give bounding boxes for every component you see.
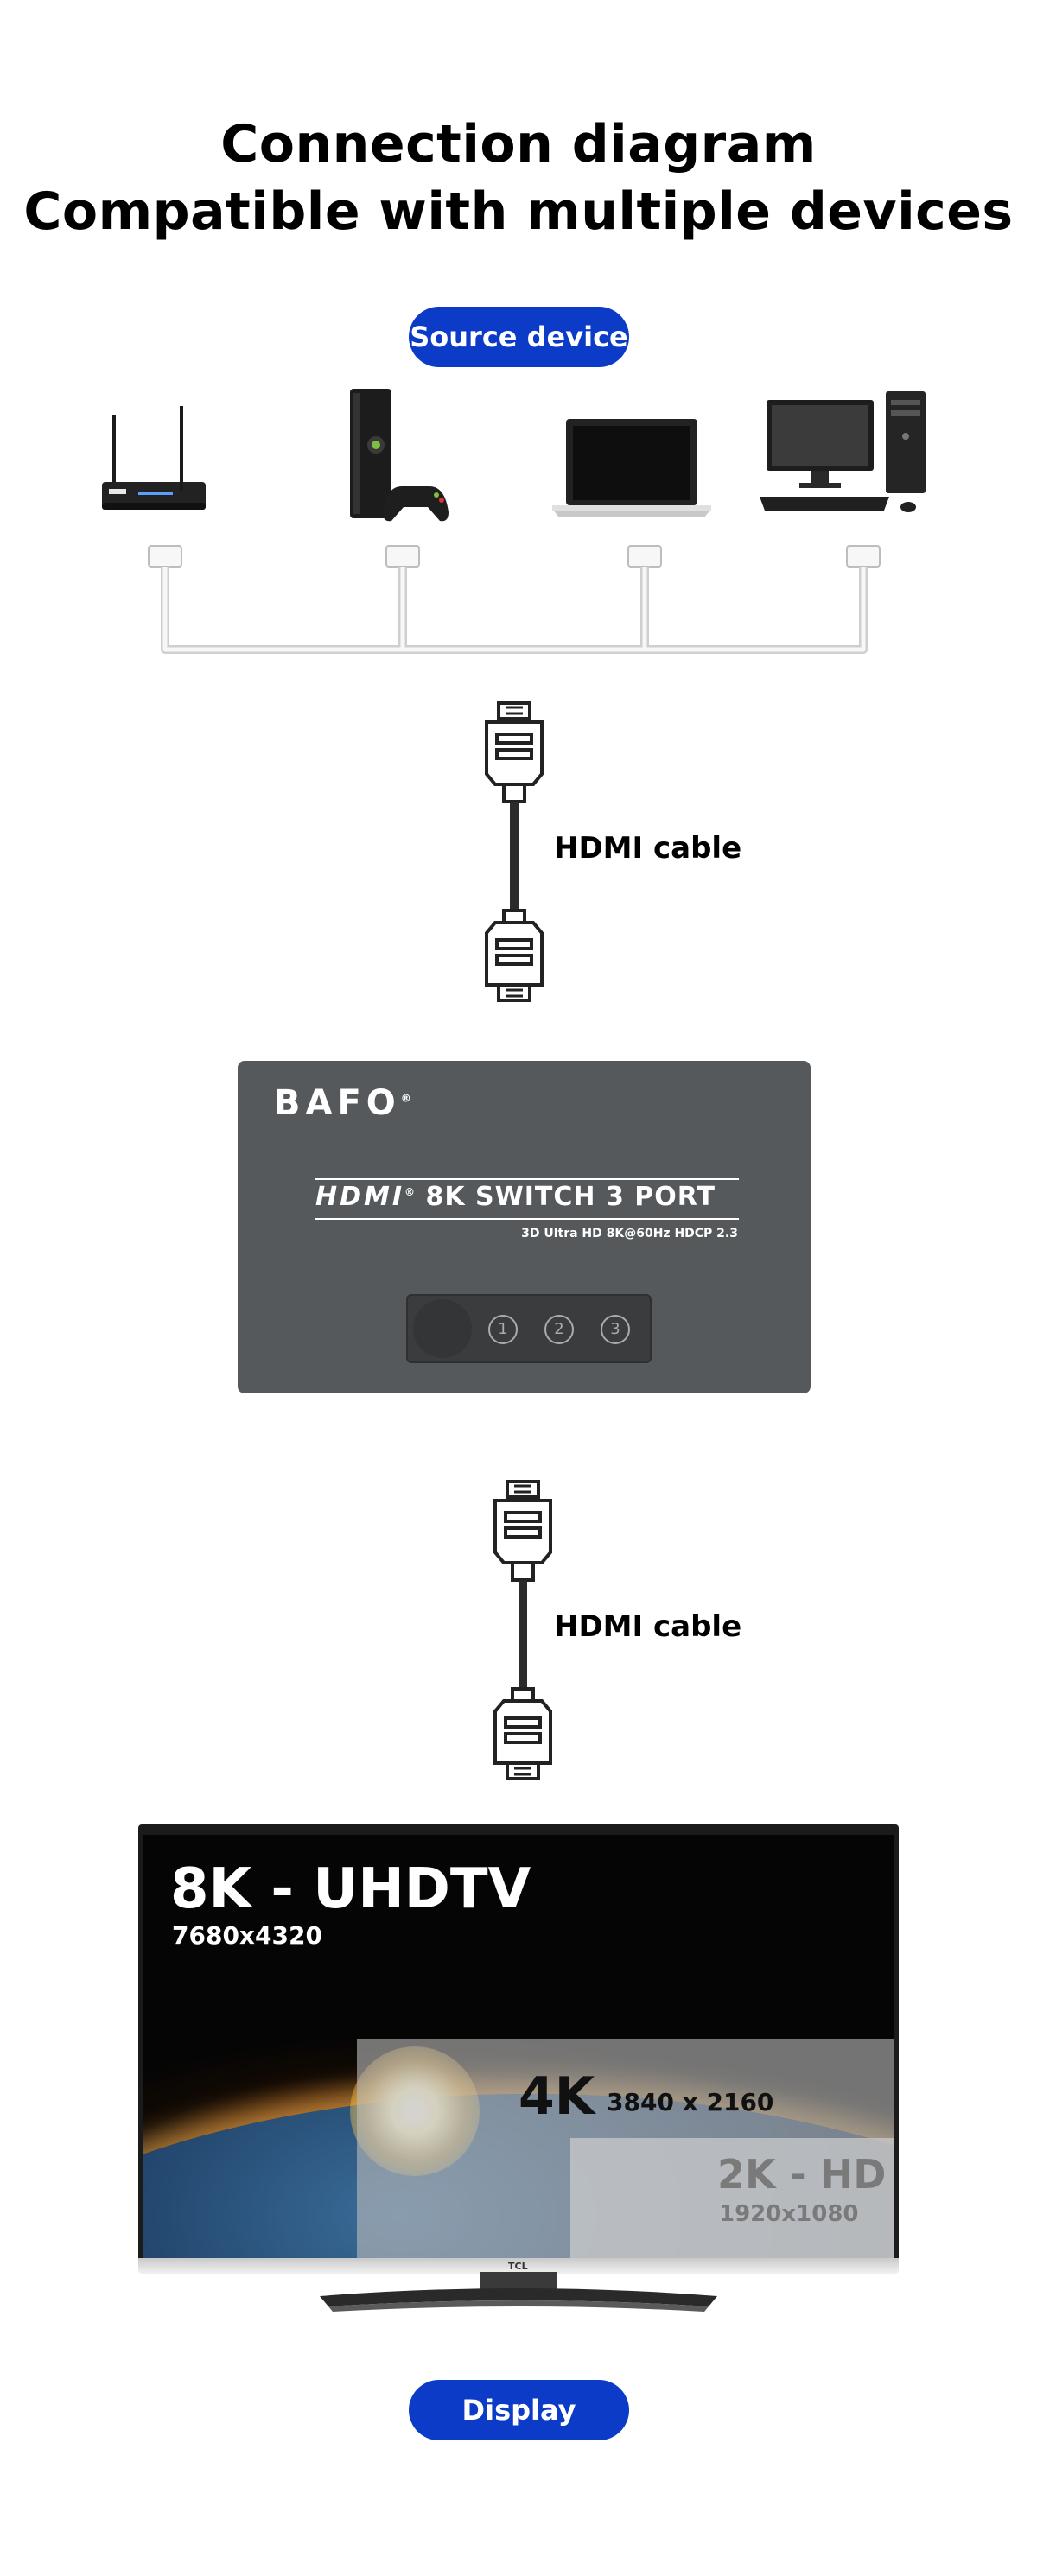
display-device-badge: Display device	[409, 2380, 629, 2487]
desktop-pc-icon	[760, 391, 926, 512]
res-2k-value: 1920x1080	[719, 2201, 859, 2227]
switch-model-name: HDMI® 8K SWITCH 3 PORT	[315, 1182, 716, 1212]
tv-brand-logo: TCL	[508, 2261, 528, 2272]
switch-brand-logo: BAFO®	[274, 1083, 411, 1123]
source-device-badge: Source device	[409, 307, 629, 367]
model-rule-top	[315, 1178, 739, 1180]
port-indicator-2: 2	[544, 1315, 574, 1344]
res-4k-value: 3840 x 2160	[607, 2088, 774, 2116]
hdmi-cable-label-top: HDMI cable	[554, 831, 742, 866]
resolution-2k-overlay	[570, 2138, 894, 2258]
model-rule-bottom	[315, 1218, 739, 1220]
source-cable-bundle	[148, 545, 881, 654]
laptop-icon	[552, 419, 711, 517]
hdmi-cable-icon-top	[485, 701, 544, 1002]
res-8k-value: 7680x4320	[172, 1921, 322, 1950]
diagram-title-line-2: Compatible with multiple devices	[23, 181, 1014, 242]
switch-spec-text: 3D Ultra HD 8K@60Hz HDCP 2.3	[521, 1227, 738, 1240]
port-indicator-1: 1	[488, 1315, 518, 1344]
hdmi-cable-icon-bottom	[493, 1480, 552, 1780]
hdmi-cable-label-bottom: HDMI cable	[554, 1609, 742, 1644]
res-4k-title: 4K	[518, 2066, 595, 2127]
res-2k-title: 2K - HD	[717, 2151, 887, 2198]
hdmi-switch-device: BAFO® HDMI® 8K SWITCH 3 PORT 3D Ultra HD…	[238, 1061, 811, 1393]
res-8k-title: 8K - UHDTV	[170, 1857, 531, 1921]
tv-stand-icon	[320, 2272, 717, 2312]
switch-front-panel: 1 2 3	[406, 1294, 652, 1363]
game-console-icon	[350, 389, 449, 522]
port-indicator-3: 3	[601, 1315, 630, 1344]
switch-select-button[interactable]	[413, 1299, 472, 1358]
tv-box-icon	[102, 406, 206, 510]
diagram-title-line-1: Connection diagram	[220, 114, 817, 174]
tv-bottom-bezel	[138, 2258, 899, 2274]
